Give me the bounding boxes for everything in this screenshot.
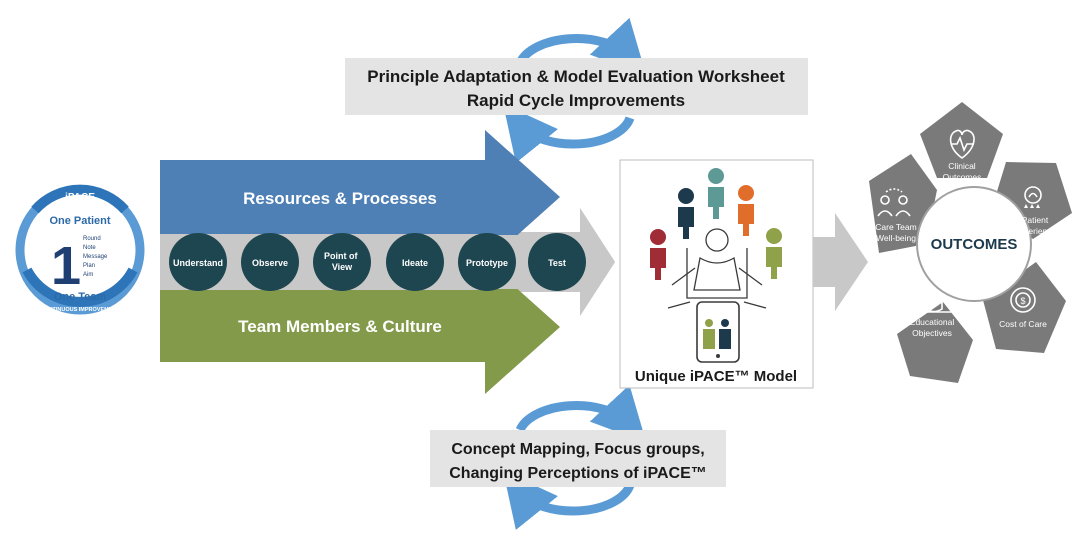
step-label: Observe [252,258,288,268]
ipace-list-1: Note [83,245,96,251]
ipace-list-0: Round [83,236,101,242]
outcome-label-care-team-2: Well-being [876,233,916,243]
ipace-ring-top [31,184,129,214]
top-cycle-icon [503,17,647,163]
heart-pulse-icon [949,129,975,159]
team-arrow [160,260,560,394]
model-caption: Unique iPACE™ Model [635,368,797,385]
people-group-icon [650,168,782,280]
patient-rating-icon [1024,186,1042,208]
bottom-label-line2: Changing Perceptions of iPACE™ [449,465,707,482]
bottom-label-box: Concept Mapping, Focus groups, Changing … [430,430,726,487]
ipace-ring-text: CONTINUOUS IMPROVEMENT [40,307,120,313]
ipace-logo: iPACE One Patient 1 Round Note Message P… [15,184,145,315]
step-observe: Observe [241,233,299,291]
ipace-bottom-text: One Team [54,291,107,303]
step-label: Understand [173,258,223,268]
tablet-icon [696,301,740,363]
step-point-of-view: Point of View [313,233,371,291]
ipace-numeral: 1 [51,236,81,296]
svg-text:$: $ [1020,296,1025,306]
outcome-label-patient-1: Patient [1022,215,1049,225]
ipace-ring-bottom [22,267,138,307]
step-test: Test [528,233,586,291]
outcomes-arrow [813,213,868,311]
dollar-coin-icon: $ [1010,287,1036,313]
care-team-icon [877,188,911,217]
resources-arrow [160,130,560,264]
step-prototype: Prototype [458,233,516,291]
outcome-label-clinical-1: Clinical [948,161,976,171]
step-label-point-of-view: Point of View [324,251,360,272]
ipace-brand: iPACE [65,192,95,203]
step-ideate: Ideate [386,233,444,291]
ipace-model-box: Unique iPACE™ Model [619,159,814,389]
ipace-list-4: Aim [83,272,93,278]
outcome-label-patient-2: Experience [1014,226,1057,236]
outcome-label-clinical-2: Outcomes [943,172,982,182]
outcome-label-educational-1: Educational [910,317,955,327]
step-label-line2: View [332,262,353,272]
outcomes-diagram: OUTCOMES Clinical Outcomes Patient Exper… [869,102,1072,383]
step-label-line1: Point of [324,251,358,261]
step-label: Test [548,258,566,268]
graduation-cap-icon [916,291,952,313]
outcome-label-cost: Cost of Care [999,319,1047,329]
outcomes-center [916,186,1032,302]
top-label-box: Principle Adaptation & Model Evaluation … [345,58,808,115]
outcome-label-care-team-1: Care Team [875,222,916,232]
bottom-cycle-icon [503,384,647,530]
outcome-label-educational-2: Objectives [912,328,952,338]
bottom-label-line1: Concept Mapping, Focus groups, [451,441,704,458]
step-understand: Understand [169,233,227,291]
top-label-line2: Rapid Cycle Improvements [467,91,685,110]
outcome-segment-educational [897,302,973,383]
ipace-list-3: Plan [83,263,95,269]
step-label: Prototype [466,258,508,268]
outcomes-center-label: OUTCOMES [931,236,1018,253]
ipace-top-text: One Patient [49,215,110,227]
team-label: Team Members & Culture [238,317,442,336]
resources-label: Resources & Processes [243,189,437,208]
step-label: Ideate [402,258,428,268]
patient-bed-icon [667,228,767,309]
top-label-line1: Principle Adaptation & Model Evaluation … [367,67,785,86]
process-band-tip [560,208,615,316]
ipace-list-2: Message [83,254,108,260]
